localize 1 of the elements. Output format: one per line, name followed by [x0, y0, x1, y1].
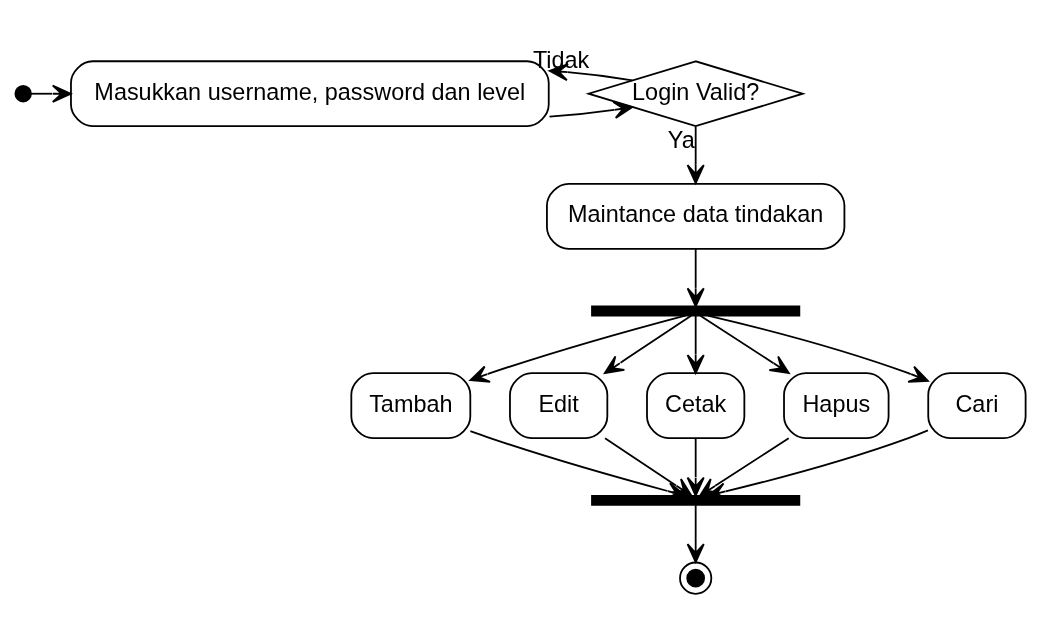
edge-label: Ya [667, 126, 695, 153]
